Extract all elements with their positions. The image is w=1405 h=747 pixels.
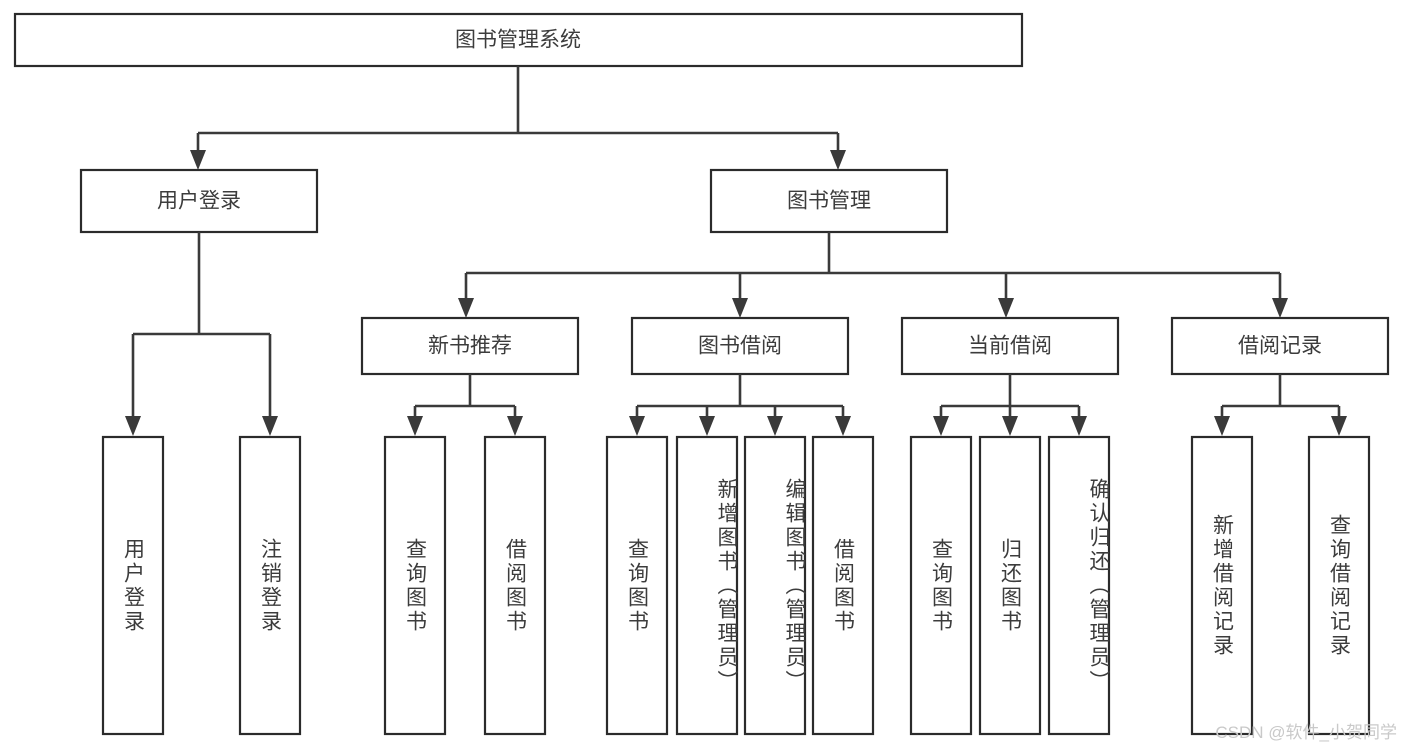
arrow-head-icon [458,298,474,318]
arrow-head-icon [1331,416,1347,436]
current-borrow-label: 当前借阅 [968,335,1052,358]
arrow-head-icon [507,416,523,436]
current-borrow-box[interactable] [900,316,1120,376]
node-root[interactable]: 图书管理系统 [13,12,1024,68]
leaf-box-query-record[interactable] [1307,435,1371,736]
leaf-box-add-record[interactable] [1190,435,1254,736]
arrow-head-icon [1002,416,1018,436]
arrow-head-icon [190,150,206,170]
leaf-box-logout[interactable] [238,435,302,736]
node-book-borrow[interactable]: 图书借阅 [630,316,850,376]
connector-root-to-level2 [190,66,846,170]
arrow-head-icon [629,416,645,436]
node-borrow-record[interactable]: 借阅记录 [1170,316,1390,376]
leaf-box-borrow-book-1[interactable] [483,435,547,736]
arrow-head-icon [1071,416,1087,436]
arrow-head-icon [835,416,851,436]
arrow-head-icon [699,416,715,436]
borrow-record-label: 借阅记录 [1238,335,1322,358]
arrow-head-icon [125,416,141,436]
arrow-head-icon [767,416,783,436]
leaf-box-return-book[interactable] [978,435,1042,736]
book-management-label: 图书管理 [787,190,871,213]
node-book-management[interactable]: 图书管理 [709,168,949,234]
arrow-head-icon [998,298,1014,318]
node-user-login[interactable]: 用户登录 [79,168,319,234]
connector-new-book-recommend-to-leaves [407,374,523,436]
csdn-watermark: CSDN @软件_小贺同学 [1215,723,1397,742]
leaf-box-confirm-return[interactable] [1047,435,1111,736]
connector-borrow-record-to-leaves [1214,374,1347,436]
leaf-box-borrow-book-2[interactable] [811,435,875,736]
user-login-label: 用户登录 [157,190,241,213]
leaf-box-user-login[interactable] [101,435,165,736]
new-book-recommend-label: 新书推荐 [428,335,512,358]
leaf-box-edit-book[interactable] [743,435,807,736]
connector-user-login-to-leaves [125,232,278,436]
arrow-head-icon [830,150,846,170]
connector-book-management-to-level3 [458,232,1288,318]
root-label: 图书管理系统 [455,29,581,52]
connector-book-borrow-to-leaves [629,374,851,436]
arrow-head-icon [262,416,278,436]
new-book-recommend-box[interactable] [360,316,580,376]
node-current-borrow[interactable]: 当前借阅 [900,316,1120,376]
arrow-head-icon [1214,416,1230,436]
leaf-box-query-book-2[interactable] [605,435,669,736]
connector-current-borrow-to-leaves [933,374,1087,436]
book-borrow-label: 图书借阅 [698,335,782,358]
leaf-box-query-book-3[interactable] [909,435,973,736]
arrow-head-icon [407,416,423,436]
leaf-box-add-book[interactable] [675,435,739,736]
root-box[interactable] [13,12,1024,68]
arrow-head-icon [933,416,949,436]
node-new-book-recommend[interactable]: 新书推荐 [360,316,580,376]
arrow-head-icon [732,298,748,318]
leaf-box-query-book-1[interactable] [383,435,447,736]
user-login-box[interactable] [79,168,319,234]
arrow-head-icon [1272,298,1288,318]
